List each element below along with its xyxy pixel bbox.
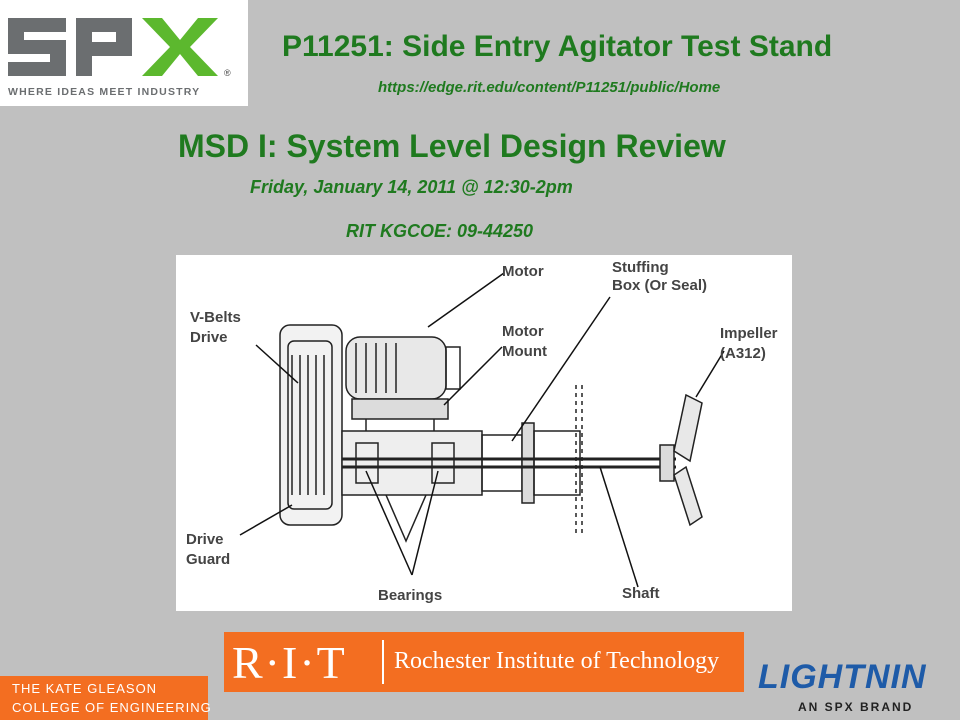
agitator-diagram: Motor Stuffing Box (Or Seal) V-Belts Dri…: [176, 255, 792, 611]
spx-logo-graphic: ® WHERE IDEAS MEET INDUSTRY: [8, 18, 231, 98]
review-location: RIT KGCOE: 09-44250: [346, 221, 534, 241]
spx-logo: ® WHERE IDEAS MEET INDUSTRY: [0, 0, 248, 106]
label-impeller-line1: Impeller: [720, 325, 778, 342]
label-vbelts-line2: Drive: [190, 329, 228, 346]
kgcoe-line2: COLLEGE OF ENGINEERING: [12, 700, 212, 715]
label-drive-guard-line2: Guard: [186, 551, 231, 568]
label-drive-guard-line1: Drive: [186, 531, 224, 548]
page-title: P11251: Side Entry Agitator Test Stand: [282, 30, 833, 63]
label-motor: Motor: [502, 263, 544, 280]
label-bearings: Bearings: [378, 587, 443, 604]
review-title: MSD I: System Level Design Review: [178, 128, 726, 164]
kgcoe-line1: THE KATE GLEASON: [12, 681, 158, 696]
lightnin-wordmark: LIGHTNIN: [758, 658, 927, 696]
rit-logo: R·I·T: [232, 637, 347, 688]
rit-banner: R·I·T Rochester Institute of Technology: [224, 632, 744, 692]
label-stuffing-box-line1: Stuffing: [612, 259, 669, 276]
svg-text:®: ®: [224, 68, 231, 78]
rit-full-name: Rochester Institute of Technology: [394, 648, 720, 674]
svg-text:WHERE IDEAS MEET INDUSTRY: WHERE IDEAS MEET INDUSTRY: [8, 86, 200, 98]
label-shaft: Shaft: [622, 585, 660, 602]
agitator-drawing: [239, 272, 725, 588]
label-stuffing-box-line2: Box (Or Seal): [612, 277, 708, 294]
lightnin-logo: LIGHTNIN AN SPX BRAND: [756, 658, 960, 720]
label-motor-mount-line1: Motor: [502, 323, 544, 340]
label-motor-mount-line2: Mount: [502, 343, 547, 360]
label-vbelts-line1: V-Belts: [190, 309, 241, 326]
label-impeller-line2: (A312): [720, 345, 766, 362]
project-url-link[interactable]: https://edge.rit.edu/content/P11251/publ…: [378, 79, 721, 96]
review-date: Friday, January 14, 2011 @ 12:30-2pm: [250, 177, 573, 197]
kgcoe-logo: THE KATE GLEASON COLLEGE OF ENGINEERING: [0, 676, 211, 720]
rit-divider: [382, 640, 384, 684]
lightnin-tagline: AN SPX BRAND: [798, 700, 914, 714]
